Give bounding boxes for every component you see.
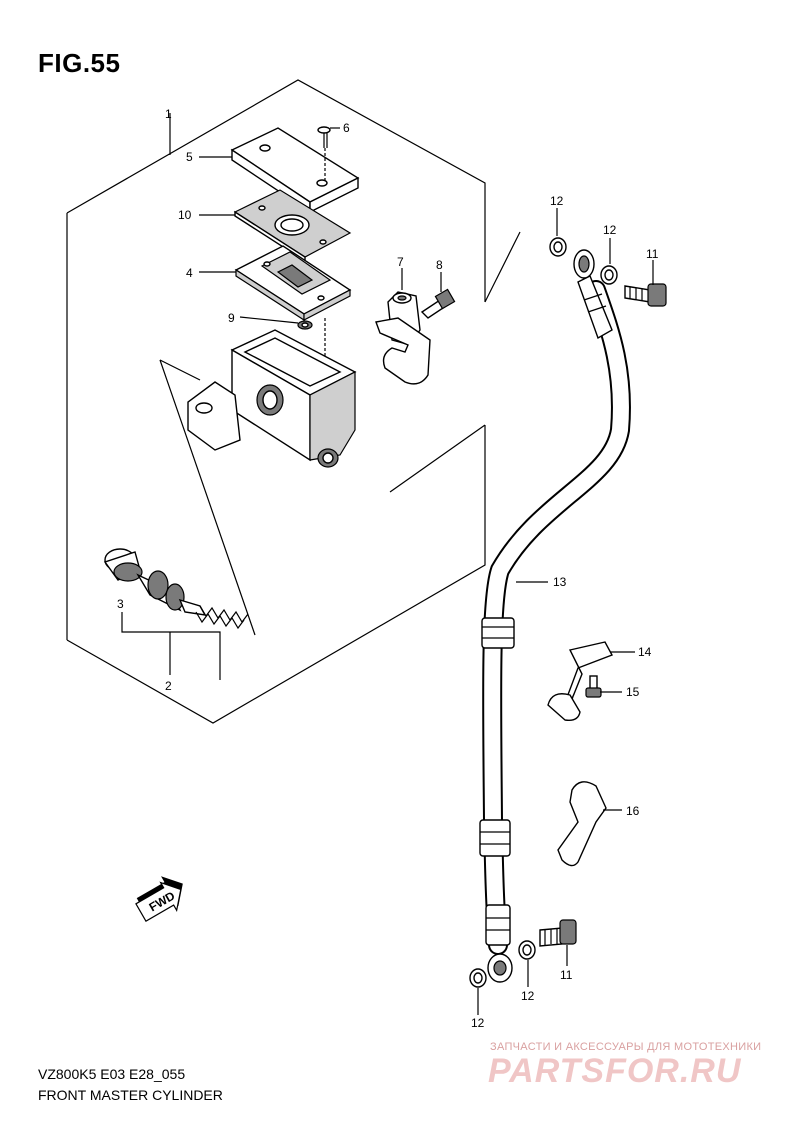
callout-4: 4 (186, 266, 193, 280)
hose-guide-bracket (547, 641, 613, 722)
callout-12-b: 12 (603, 223, 617, 237)
diaphragm (234, 245, 352, 322)
callout-12-c: 12 (521, 989, 535, 1003)
callout-11-lower: 11 (560, 968, 573, 982)
bracket-bolt (585, 675, 602, 698)
watermark-logo: PARTSFOR.RU (488, 1052, 742, 1090)
callout-3: 3 (117, 597, 124, 611)
figure-name: FRONT MASTER CYLINDER (38, 1087, 223, 1103)
callout-12-d: 12 (471, 1016, 485, 1030)
callout-labels: 1 2 3 4 5 6 7 8 9 10 11 11 12 12 12 12 1… (117, 107, 659, 1030)
callout-8: 8 (436, 258, 443, 272)
piston-kit (103, 548, 249, 630)
callout-11-upper: 11 (646, 247, 659, 261)
brake-hose (479, 249, 631, 983)
callout-15: 15 (626, 685, 640, 699)
callout-16: 16 (626, 804, 640, 818)
master-cylinder-body (187, 329, 357, 468)
callout-1: 1 (165, 107, 172, 121)
assembly-outline (66, 79, 521, 724)
callout-7: 7 (397, 255, 404, 269)
callout-bracket-2-3 (121, 612, 221, 680)
callout-9: 9 (228, 311, 235, 325)
callout-6: 6 (343, 121, 350, 135)
callout-5: 5 (186, 150, 193, 164)
watermark-tagline: ЗАПЧАСТИ И АКСЕССУАРЫ ДЛЯ МОТОТЕХНИКИ (490, 1041, 762, 1053)
callout-10: 10 (178, 208, 192, 222)
model-code: VZ800K5 E03 E28_055 (38, 1066, 186, 1082)
fwd-arrow-icon: FWD (135, 876, 183, 922)
callout-14: 14 (638, 645, 652, 659)
hose-clamp (557, 781, 607, 867)
callout-13: 13 (553, 575, 567, 589)
callout-2: 2 (165, 679, 172, 693)
sealing-washers (469, 237, 618, 988)
cap-screw (317, 126, 331, 182)
union-bolts (539, 283, 667, 947)
figure-title: FIG.55 (38, 48, 121, 78)
callout-12-a: 12 (550, 194, 564, 208)
clamp-holder (375, 291, 431, 385)
clamp-bolt (420, 288, 456, 319)
leader-lines (169, 113, 654, 1015)
